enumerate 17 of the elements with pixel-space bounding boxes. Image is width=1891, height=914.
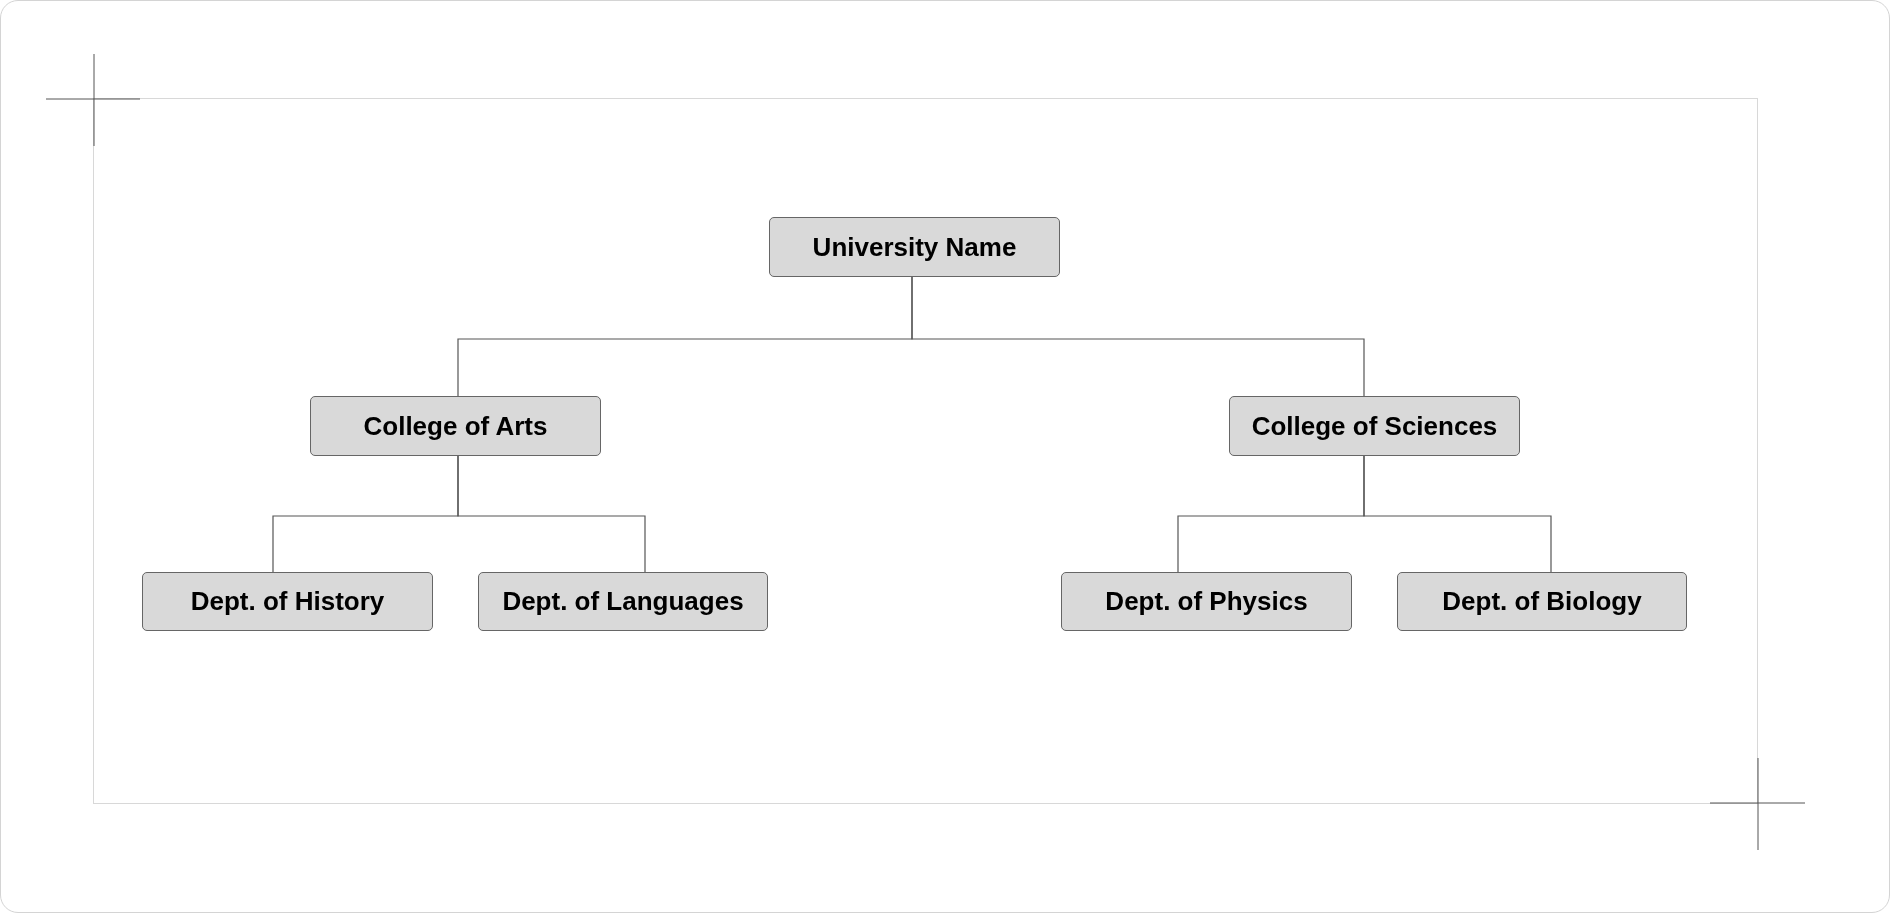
node-label: Dept. of Physics	[1105, 585, 1308, 618]
node-label: University Name	[812, 230, 1017, 264]
org-box	[1229, 396, 1520, 456]
node-label: Dept. of Languages	[502, 585, 744, 618]
connector-line	[1363, 455, 1552, 573]
org-box	[1061, 572, 1352, 631]
node-label: Dept. of History	[190, 585, 385, 618]
org-box	[310, 396, 601, 456]
connector-line	[457, 455, 646, 573]
org-box	[142, 572, 433, 631]
node-label: College of Sciences	[1251, 409, 1498, 443]
connector-line	[911, 276, 1365, 397]
org-box	[769, 217, 1060, 277]
org-box	[478, 572, 768, 631]
node-label: Dept. of Biology	[1442, 585, 1642, 618]
org-box	[1397, 572, 1687, 631]
node-label: College of Arts	[363, 409, 548, 443]
